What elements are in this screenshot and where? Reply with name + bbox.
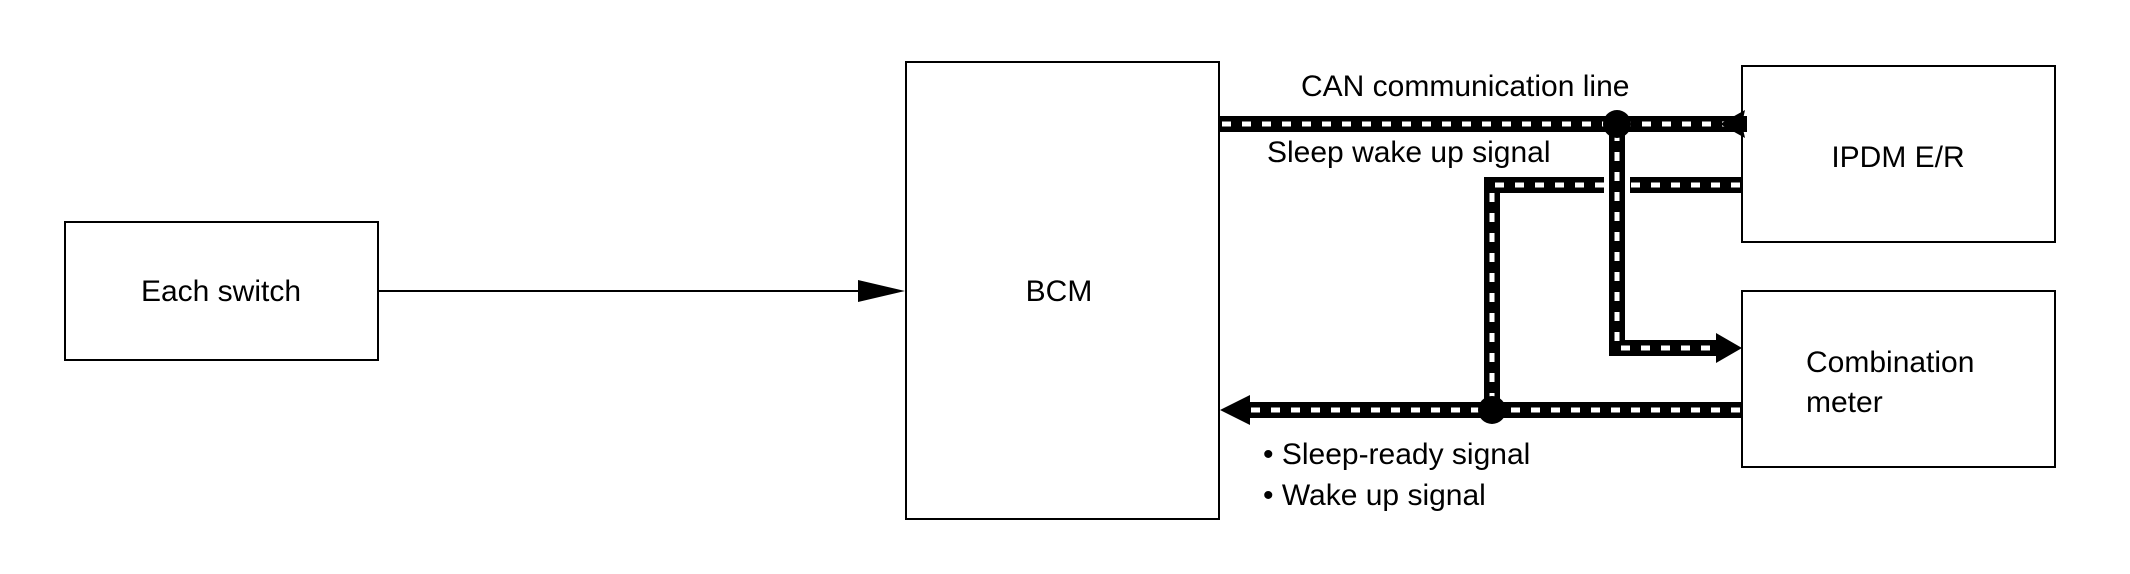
ipdm-box — [1741, 65, 2056, 243]
combination-meter-label-line2: meter — [1806, 386, 1883, 419]
bcm-label: BCM — [1026, 275, 1093, 308]
combination-meter-box — [1741, 290, 2056, 468]
each-switch-box — [64, 221, 379, 361]
can-line-label: CAN communication line — [1301, 70, 1629, 103]
sleep-wake-up-label: Sleep wake up signal — [1267, 136, 1551, 169]
can-to-ipdm-arrowhead — [1720, 110, 1745, 138]
ipdm-label: IPDM E/R — [1831, 141, 1964, 174]
wake-up-label: • Wake up signal — [1263, 479, 1486, 512]
each-switch-label: Each switch — [141, 275, 301, 308]
can-to-bcm-arrowhead — [1220, 395, 1250, 425]
sleep-ready-label: • Sleep-ready signal — [1263, 438, 1530, 471]
combination-meter-label-line1: Combination — [1806, 346, 1974, 379]
bcm-box — [905, 61, 1220, 520]
can-junction-upper — [1603, 110, 1631, 138]
switch-to-bcm-arrowhead — [858, 280, 905, 302]
can-junction-lower — [1478, 396, 1506, 424]
can-line-branch-to-meter — [1609, 124, 1722, 356]
can-to-meter-arrowhead — [1716, 333, 1742, 363]
